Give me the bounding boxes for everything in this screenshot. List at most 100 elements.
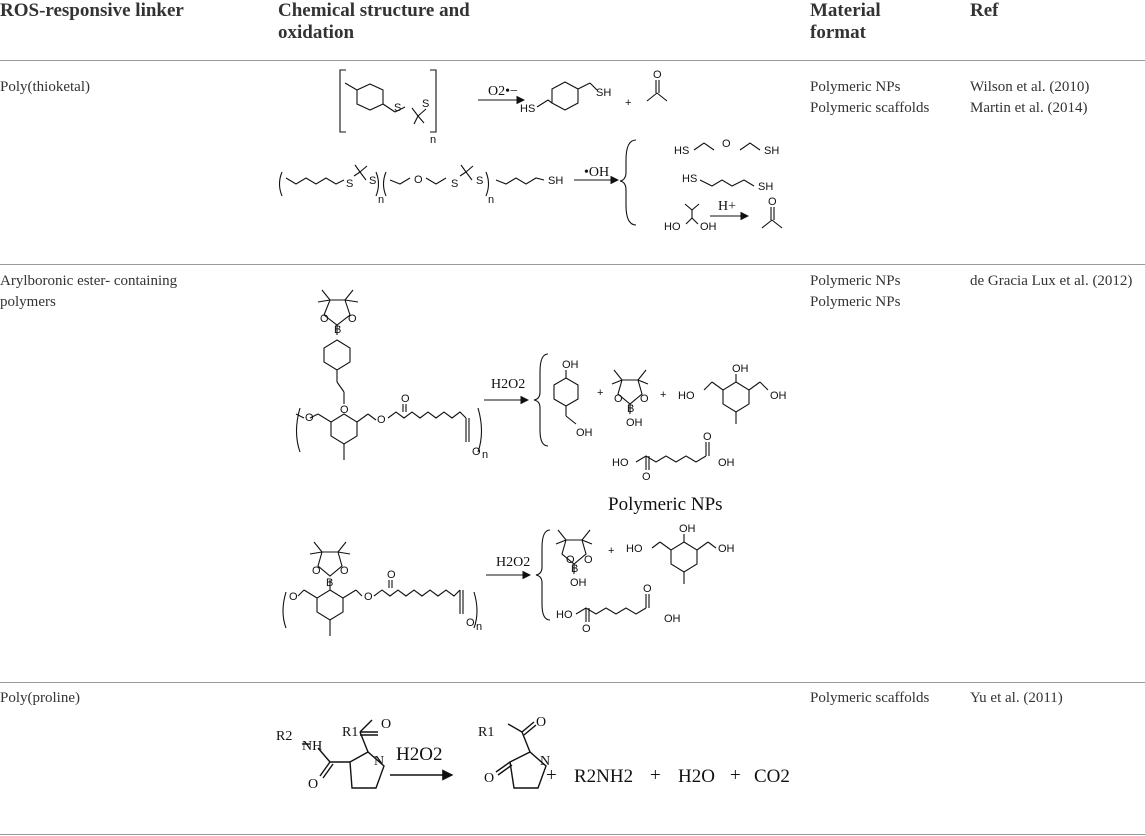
- atom-label: O: [703, 431, 712, 443]
- reagent-label: H2O2: [396, 744, 442, 765]
- repeat-unit-label: n: [476, 621, 482, 633]
- row-proline-linker: Poly(proline): [0, 690, 80, 706]
- atom-label: OH: [562, 359, 579, 371]
- gem-diol-structure: [684, 203, 700, 225]
- atom-label: S: [422, 98, 429, 110]
- boronic-ester-polymer2-structure: [282, 541, 478, 636]
- atom-label: B: [326, 577, 333, 589]
- header-structure: Chemical structure and oxidation: [278, 0, 470, 44]
- product-bond: [693, 142, 715, 151]
- reference-link[interactable]: Yu et al. (2011): [970, 690, 1063, 706]
- header-format-line2: format: [810, 22, 866, 43]
- boronic-ester-polymer-structure: [295, 289, 483, 460]
- header-structure-line2: oxidation: [278, 22, 355, 43]
- reagent-label: H2O2: [491, 377, 525, 392]
- repeat-unit-label: n: [378, 194, 384, 206]
- inline-format-label: Polymeric NPs: [608, 494, 723, 515]
- atom-label: O: [348, 313, 357, 325]
- atom-label: O: [582, 623, 591, 635]
- atom-label: SH: [758, 181, 773, 193]
- substituent-label: R2: [276, 729, 292, 744]
- atom-label: S: [369, 175, 376, 187]
- product-bond: [739, 142, 761, 151]
- header-structure-line1: Chemical structure and: [278, 0, 470, 21]
- atom-label: OH: [718, 457, 735, 469]
- atom-label: O: [340, 404, 349, 416]
- atom-label: O: [340, 565, 349, 577]
- proline-peptide-structure: [302, 719, 385, 789]
- format-item: Polymeric scaffolds: [810, 690, 930, 706]
- atom-label: O: [289, 591, 298, 603]
- reagent-label: H2O2: [496, 555, 530, 570]
- header-format: Material format: [810, 0, 881, 44]
- atom-label: OH: [576, 427, 593, 439]
- atom-label: HO: [626, 543, 643, 555]
- atom-label: S: [394, 102, 401, 114]
- row-arylboronic-refs: de Gracia Lux et al. (2012): [970, 271, 1132, 292]
- atom-label: S: [451, 178, 458, 190]
- atom-label: O: [387, 569, 396, 581]
- reagent-label: H+: [718, 199, 736, 214]
- table-bottom-rule: [0, 834, 1145, 835]
- atom-label: NH: [302, 739, 322, 754]
- thioketal-polymer-structure: [339, 69, 437, 133]
- atom-label: O: [472, 446, 481, 458]
- row-divider-2: [0, 682, 1145, 683]
- atom-label: O: [643, 583, 652, 595]
- pinacol-boronic-acid-structure: [555, 529, 593, 574]
- atom-label: HS: [682, 173, 697, 185]
- row-proline-formats: Polymeric scaffolds: [810, 688, 929, 709]
- product-brace: [535, 529, 551, 621]
- atom-label: OH: [700, 221, 717, 233]
- product-formula: CO2: [754, 766, 790, 787]
- format-item: Polymeric NPs: [810, 294, 901, 310]
- reference-link[interactable]: Wilson et al. (2010): [970, 79, 1090, 95]
- atom-label: O: [566, 554, 575, 566]
- atom-label: O: [536, 715, 546, 730]
- row-divider-1: [0, 264, 1145, 265]
- plus-sign: +: [597, 387, 603, 399]
- format-item: Polymeric NPs: [810, 79, 901, 95]
- product-bond: [699, 179, 755, 187]
- substituent-label: R1: [478, 725, 494, 740]
- adipic-acid-structure: [575, 594, 650, 622]
- atom-label: O: [768, 196, 777, 208]
- atom-label: OH: [570, 577, 587, 589]
- reagent-label: •OH: [584, 165, 609, 180]
- reference-link[interactable]: Martin et al. (2014): [970, 100, 1088, 116]
- atom-label: O: [466, 617, 475, 629]
- atom-label: O: [364, 591, 373, 603]
- hydroxybenzyl-alcohol-structure: [553, 370, 579, 425]
- atom-label: B: [627, 403, 634, 415]
- plus-sign: +: [625, 97, 631, 109]
- atom-label: O: [414, 174, 423, 186]
- row-thioketal-formats: Polymeric NPs Polymeric scaffolds: [810, 77, 929, 119]
- row-thioketal-refs: Wilson et al. (2010) Martin et al. (2014…: [970, 77, 1089, 119]
- product-formula: H2O: [678, 766, 715, 787]
- header-rule: [0, 60, 1145, 61]
- atom-label: O: [640, 393, 649, 405]
- atom-label: HO: [556, 609, 573, 621]
- atom-label: SH: [596, 87, 611, 99]
- atom-label: HO: [664, 221, 681, 233]
- row-arylboronic-linker: Arylboronic ester- containing polymers: [0, 271, 177, 313]
- atom-label: O: [722, 138, 731, 150]
- reference-link[interactable]: de Gracia Lux et al. (2012): [970, 273, 1133, 289]
- atom-label: O: [614, 393, 623, 405]
- atom-label: SH: [764, 145, 779, 157]
- row-thioketal-linker: Poly(thioketal): [0, 79, 90, 95]
- format-item: Polymeric NPs: [810, 273, 901, 289]
- row-arylboronic-formats: Polymeric NPs Polymeric NPs: [810, 271, 900, 313]
- reagent-label: O2•−: [488, 84, 518, 99]
- scheme-labels: S S n O2•− HS SH + O S S n O S S n SH •O…: [276, 69, 790, 792]
- header-format-line1: Material: [810, 0, 881, 21]
- pyrrolidinone-structure: [495, 721, 547, 789]
- format-item: Polymeric scaffolds: [810, 100, 930, 116]
- atom-label: O: [484, 771, 494, 786]
- repeat-unit-label: n: [482, 449, 488, 461]
- atom-label: HO: [612, 457, 629, 469]
- product-brace: [619, 139, 637, 226]
- atom-label: O: [642, 471, 651, 483]
- atom-label: B: [334, 324, 341, 336]
- plus-sign: +: [730, 765, 741, 786]
